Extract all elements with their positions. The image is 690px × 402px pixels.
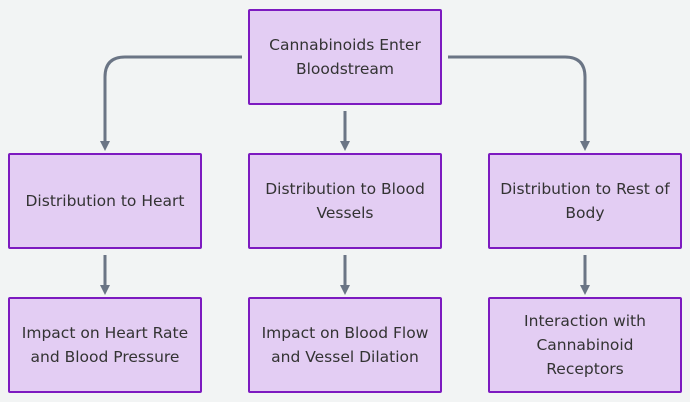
node-label: Interaction with Cannabinoid Receptors — [524, 312, 646, 378]
node-impact-on-blood-flow: Impact on Blood Flow and Vessel Dilation — [248, 297, 442, 393]
node-label: Impact on Heart Rate and Blood Pressure — [21, 324, 189, 366]
node-distribution-to-rest-of-body: Distribution to Rest of Body — [488, 153, 682, 249]
node-distribution-to-blood-vessels: Distribution to Blood Vessels — [248, 153, 442, 249]
edge-root-to-body — [448, 55, 590, 151]
node-label: Distribution to Heart — [25, 192, 185, 210]
node-cannabinoids-enter-bloodstream: Cannabinoids Enter Bloodstream — [248, 9, 442, 105]
node-label: Distribution to Blood Vessels — [265, 180, 425, 222]
node-label: Distribution to Rest of Body — [500, 180, 670, 222]
edge-root-to-heart — [100, 55, 242, 151]
node-label: Cannabinoids Enter Bloodstream — [269, 36, 421, 78]
node-interaction-with-receptors: Interaction with Cannabinoid Receptors — [488, 297, 682, 393]
node-label: Impact on Blood Flow and Vessel Dilation — [261, 324, 429, 366]
node-distribution-to-heart: Distribution to Heart — [8, 153, 202, 249]
node-impact-on-heart-rate: Impact on Heart Rate and Blood Pressure — [8, 297, 202, 393]
